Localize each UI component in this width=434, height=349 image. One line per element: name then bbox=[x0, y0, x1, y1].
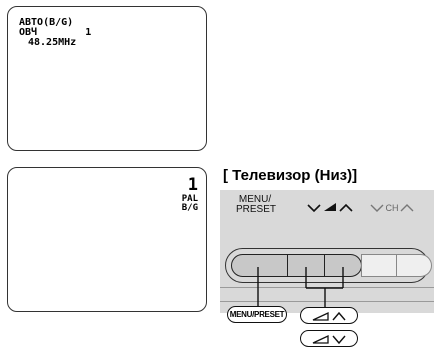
menu-preset-callout: MENU/PRESET bbox=[227, 306, 287, 323]
osd-sound-system: B/G bbox=[181, 203, 198, 213]
chevron-down-icon bbox=[332, 335, 346, 345]
osd-color-system: PAL bbox=[181, 194, 198, 204]
volume-up-callout-icons bbox=[312, 311, 346, 321]
volume-up-callout bbox=[300, 307, 358, 324]
chevron-up-icon bbox=[400, 204, 414, 212]
menu-preset-callout-label: MENU/PRESET bbox=[229, 310, 285, 319]
chevron-up-icon bbox=[339, 203, 353, 212]
tv-screen-tuning: ABTO(B/G) OBЧ 1 48.25MHz bbox=[7, 6, 207, 151]
chevron-up-icon bbox=[332, 311, 346, 321]
tv-screen-channel: 1 PAL B/G bbox=[7, 167, 207, 312]
menu-preset-label-line2: PRESET bbox=[236, 204, 277, 215]
osd-frequency-text: 48.25MHz bbox=[28, 37, 77, 48]
volume-label-icons bbox=[307, 203, 414, 213]
chevron-down-icon bbox=[370, 204, 384, 212]
panel-title: [ Телевизор (Низ)] bbox=[223, 167, 358, 184]
menu-preset-label-line1: MENU/ bbox=[238, 194, 272, 205]
osd-mode-text: ABTO(B/G) bbox=[19, 17, 74, 28]
volume-down-callout-icons bbox=[312, 334, 346, 345]
osd-channel-number: 1 bbox=[187, 175, 198, 195]
ch-label: CH bbox=[385, 203, 399, 213]
channel-up-button[interactable] bbox=[396, 254, 432, 277]
panel-divider bbox=[220, 301, 434, 302]
osd-band-text: OBЧ 1 bbox=[19, 27, 92, 38]
volume-triangle-icon bbox=[324, 203, 336, 211]
volume-down-callout bbox=[300, 330, 358, 347]
volume-triangle-icon bbox=[312, 334, 329, 344]
tv-control-panel: MENU/ PRESET CH bbox=[220, 190, 434, 320]
volume-triangle-icon bbox=[312, 311, 329, 321]
chevron-down-icon bbox=[307, 204, 321, 213]
